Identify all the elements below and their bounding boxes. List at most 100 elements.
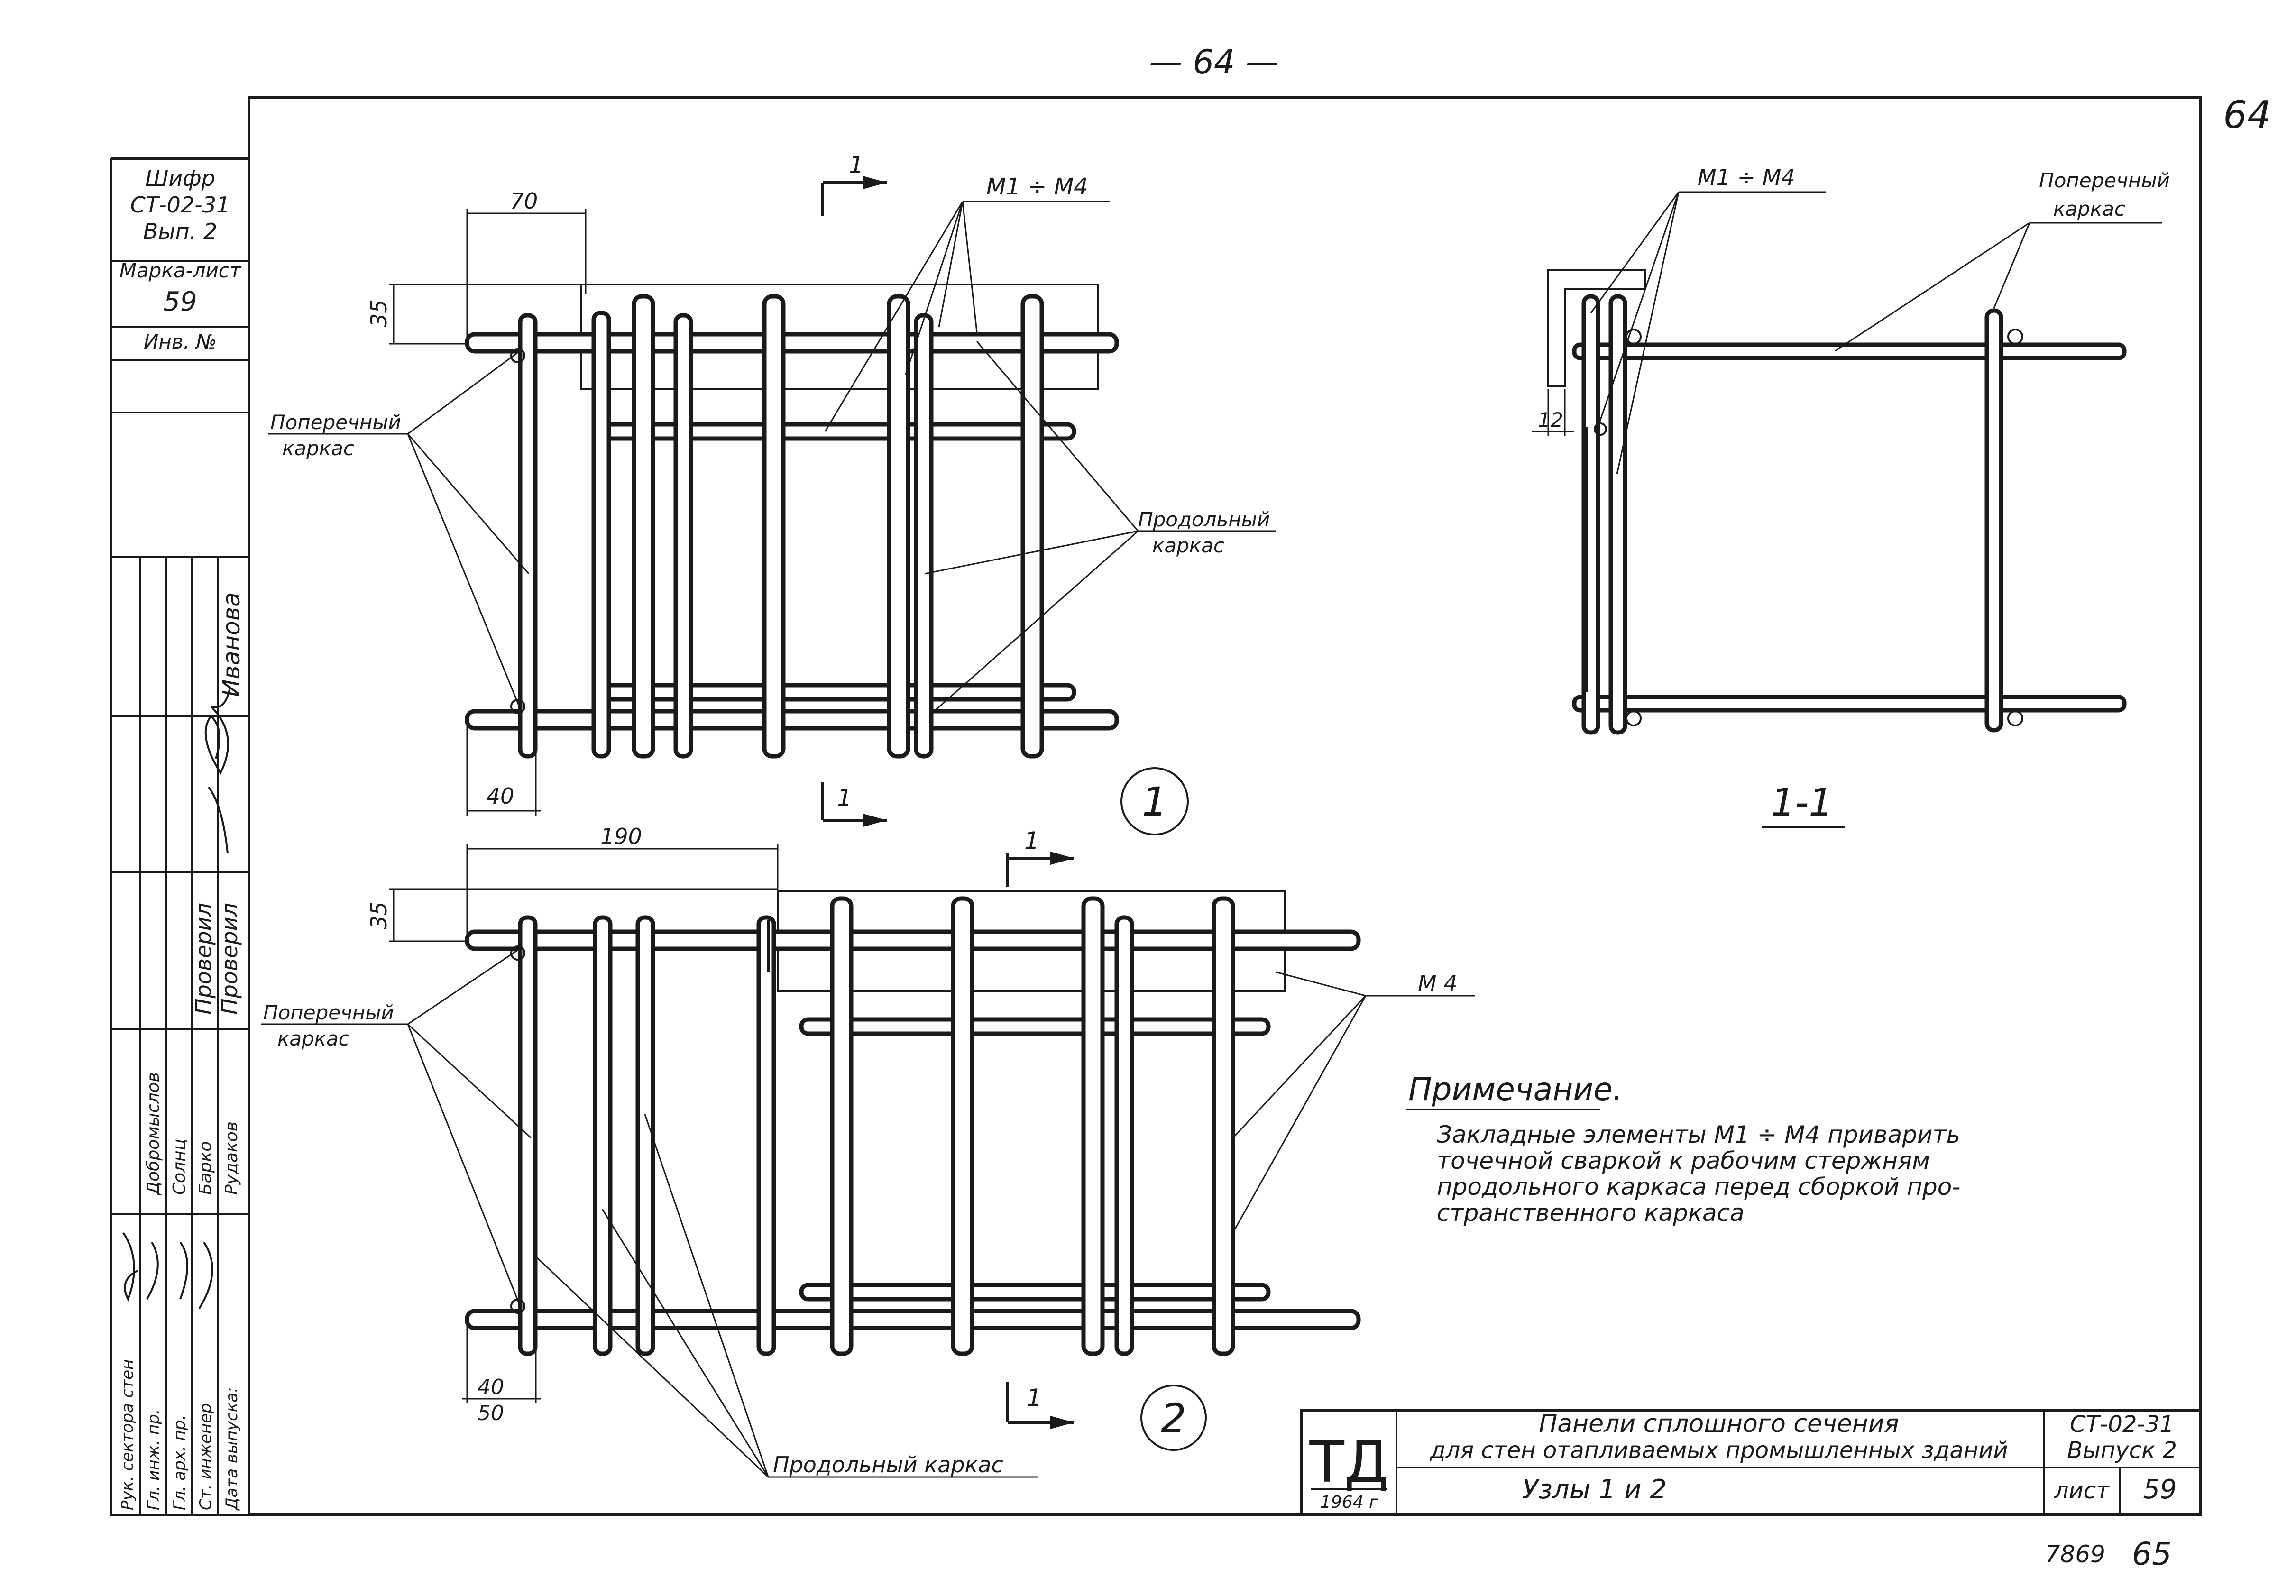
page-marker: — 64 — <box>1149 43 1279 82</box>
node2-dim-left: 35 <box>366 901 392 929</box>
rebar <box>673 313 693 759</box>
section-title: 1-1 <box>1771 780 1833 825</box>
rebar <box>951 896 974 1356</box>
rebar <box>914 313 934 759</box>
archive-number: 7869 <box>2045 1541 2105 1568</box>
node1-dim-left: 35 <box>366 299 392 327</box>
stamp-cipher-value: СТ-02-31 <box>130 192 230 218</box>
rebar <box>465 709 1119 731</box>
stamp-checked-2: Проверил <box>217 903 242 1015</box>
note-heading: Примечание. <box>1408 1071 1623 1108</box>
node1-dim-bottom: 40 <box>487 783 514 809</box>
title-block-year: 1964 г <box>1320 1493 1378 1512</box>
rebar <box>1608 294 1627 735</box>
stamp-mark-sheet-label: Марка-лист <box>119 259 242 282</box>
rebar <box>1984 308 2003 733</box>
stamp-role-2: Гл. инж. пр. <box>144 1409 163 1510</box>
stamp-role-4: Ст. инженер <box>196 1403 215 1510</box>
stamp-mark-sheet-value: 59 <box>163 286 197 317</box>
note-line: продольного каркаса перед сборкой про- <box>1437 1173 1960 1201</box>
stamp-checked-1: Проверил <box>191 903 216 1015</box>
stamp-name-4: Рудаков <box>222 1121 241 1195</box>
node2-dim-bottom-2: 50 <box>478 1401 504 1425</box>
node2-number-circle <box>1140 1385 1207 1451</box>
rebar <box>518 313 538 759</box>
side-stamp: Шифр СТ-02-31 Вып. 2 Марка-лист 59 Инв. … <box>110 158 250 1516</box>
rebar <box>1020 294 1044 759</box>
rebar <box>756 915 776 1356</box>
node1-label-transverse-1: Поперечный <box>270 411 401 434</box>
rebar <box>593 683 1076 702</box>
rebar <box>799 1017 1271 1036</box>
note-line: странственного каркаса <box>1437 1199 1745 1227</box>
section-1-1-drawing: 12 М1 ÷ М4 Поперечный каркас 1-1 <box>1532 165 2170 828</box>
rebar <box>465 332 1119 354</box>
node-2-drawing: 190 35 40 50 М 4 Поперечный каркас Продо… <box>261 824 1475 1478</box>
node1-label-longitudinal-2: каркас <box>1152 534 1224 557</box>
node2-label-transverse-1: Поперечный <box>263 1001 394 1024</box>
rebar <box>830 896 854 1356</box>
title-sheet-number: 59 <box>2143 1474 2177 1505</box>
note-line: Закладные элементы М1 ÷ М4 приварить <box>1437 1121 1960 1148</box>
node1-cut-mark-bottom: 1 <box>837 784 852 812</box>
stamp-issue: Вып. 2 <box>143 219 217 244</box>
stamp-name-1: Добромыслов <box>144 1072 163 1196</box>
node2-label-transverse-2: каркас <box>277 1027 349 1050</box>
rebar <box>465 1309 1361 1330</box>
title-line-2: для стен отапливаемых промышленных здани… <box>1429 1437 2008 1464</box>
rebar <box>799 1283 1271 1302</box>
archive-page: 65 <box>2132 1536 2172 1572</box>
rebar <box>635 915 655 1356</box>
rebar <box>1212 896 1235 1356</box>
page-number-corner: 64 <box>2223 93 2271 137</box>
stamp-name-3: Барко <box>196 1141 215 1195</box>
rebar <box>632 294 655 759</box>
rebar <box>1572 342 2127 360</box>
node2-dim-bottom-1: 40 <box>478 1375 504 1399</box>
rebar <box>1572 695 2127 713</box>
node1-label-longitudinal-1: Продольный <box>1138 508 1270 531</box>
stamp-role-1: Рук. сектора стен <box>118 1359 137 1510</box>
rebar <box>593 422 1076 441</box>
node2-number: 2 <box>1161 1395 1186 1441</box>
node2-dim-top: 190 <box>600 824 642 849</box>
title-sheet-label: лист <box>2054 1477 2110 1504</box>
title-subject: Узлы 1 и 2 <box>1522 1474 1667 1505</box>
node2-cut-mark-bottom: 1 <box>1027 1384 1042 1412</box>
stamp-role-5: Дата выпуска: <box>222 1387 241 1511</box>
stamp-author: Иванова <box>218 592 245 697</box>
note-block: Примечание. Закладные элементы М1 ÷ М4 п… <box>1406 1071 1960 1227</box>
stamp-name-2: Солнц <box>170 1139 189 1195</box>
node-1-drawing: 70 35 40 М1 ÷ М4 Поперечный каркас Продо… <box>268 151 1276 835</box>
node1-label-embedded: М1 ÷ М4 <box>986 174 1088 200</box>
title-code: СТ-02-31 <box>2070 1411 2174 1438</box>
signature-scribble <box>204 687 231 854</box>
note-line: точечной сваркой к рабочим стержням <box>1437 1147 1930 1174</box>
node1-cut-mark-top: 1 <box>849 151 864 179</box>
rebar <box>887 294 910 759</box>
node1-dim-top: 70 <box>510 188 538 214</box>
rebar <box>1114 915 1134 1356</box>
title-block: ТД 1964 г Панели сплошного сечения для с… <box>1300 1409 2202 1516</box>
node1-number-circle <box>1120 767 1189 835</box>
stamp-cipher-label: Шифр <box>145 165 215 191</box>
rebar <box>1081 896 1105 1356</box>
section-label-transverse-2: каркас <box>2053 197 2125 220</box>
stamp-inv-label: Инв. № <box>144 330 217 353</box>
rebar <box>762 294 786 759</box>
title-block-logo: ТД <box>1309 1430 1388 1495</box>
rebar <box>591 311 611 759</box>
title-line-1: Панели сплошного сечения <box>1539 1410 1899 1438</box>
signature-scribble <box>122 1232 213 1310</box>
stamp-role-3: Гл. арх. пр. <box>170 1415 189 1510</box>
node2-cut-mark-top: 1 <box>1024 827 1039 854</box>
section-label-embedded: М1 ÷ М4 <box>1698 165 1795 190</box>
node2-label-longitudinal: Продольный каркас <box>773 1452 1003 1477</box>
rebar <box>593 915 613 1356</box>
section-label-transverse-1: Поперечный <box>2039 169 2170 192</box>
node1-label-transverse-2: каркас <box>282 437 354 460</box>
node2-label-m4: М 4 <box>1418 971 1458 996</box>
section-dim: 12 <box>1538 408 1563 431</box>
title-issue: Выпуск 2 <box>2067 1437 2177 1464</box>
